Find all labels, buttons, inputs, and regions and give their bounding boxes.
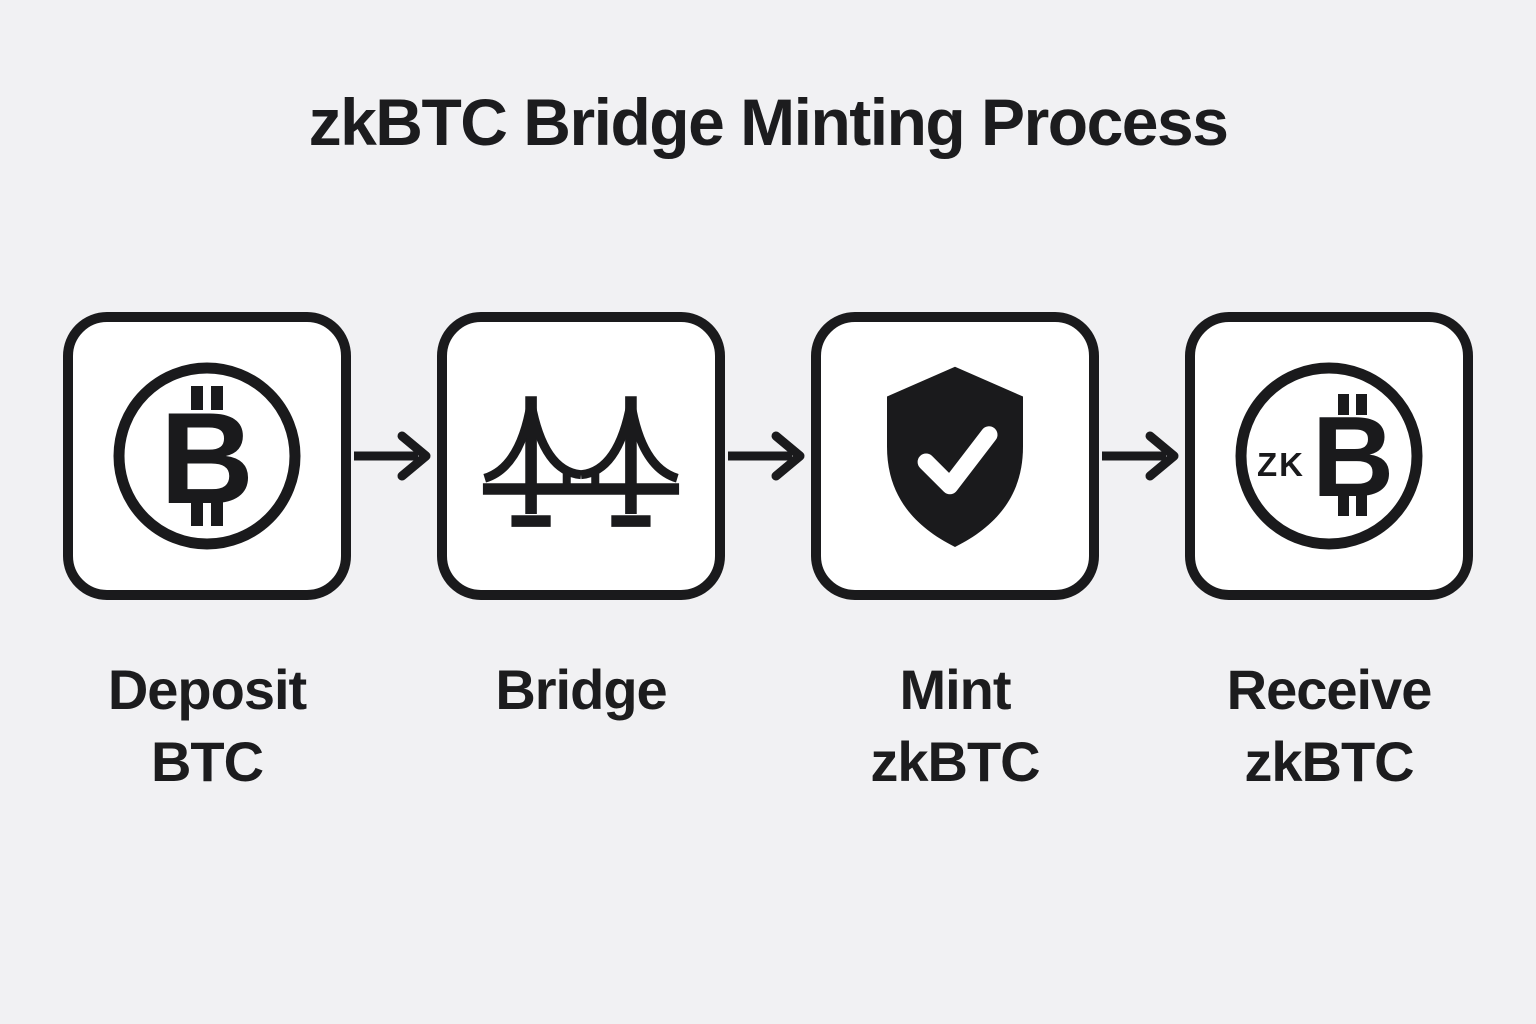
bitcoin-b-glyph: B — [1312, 394, 1394, 521]
step-label-deposit: Deposit BTC — [107, 658, 307, 793]
step-bridge: Bridge — [437, 312, 725, 726]
process-flow-diagram: B Deposit BTC — [0, 312, 1536, 797]
page-title: zkBTC Bridge Minting Process — [308, 85, 1229, 159]
zkbtc-coin-icon: ZK B — [1235, 362, 1423, 550]
shield-check-icon — [887, 366, 1023, 547]
connector-3 — [1099, 312, 1185, 600]
step-deposit-btc: B Deposit BTC — [63, 312, 351, 797]
arrow-right-icon — [354, 431, 431, 481]
arrow-right-icon — [1102, 431, 1179, 481]
bridge-icon — [482, 396, 680, 527]
step-box-mint — [811, 312, 1099, 600]
step-label-mint: Mint zkBTC — [870, 658, 1040, 793]
step-label-bridge: Bridge — [495, 658, 667, 721]
arrow-right-icon — [728, 431, 805, 481]
step-receive-zkbtc: ZK B Receive zkBTC — [1185, 312, 1473, 797]
step-mint-zkbtc: Mint zkBTC — [811, 312, 1099, 797]
step-box-receive: ZK B — [1185, 312, 1473, 600]
step-box-bridge — [437, 312, 725, 600]
step-box-deposit: B — [63, 312, 351, 600]
bitcoin-coin-icon: B — [113, 362, 301, 550]
connector-2 — [725, 312, 811, 600]
zk-label: ZK — [1257, 446, 1305, 483]
bitcoin-b-glyph: B — [160, 385, 254, 531]
connector-1 — [351, 312, 437, 600]
step-label-receive: Receive zkBTC — [1226, 658, 1433, 793]
